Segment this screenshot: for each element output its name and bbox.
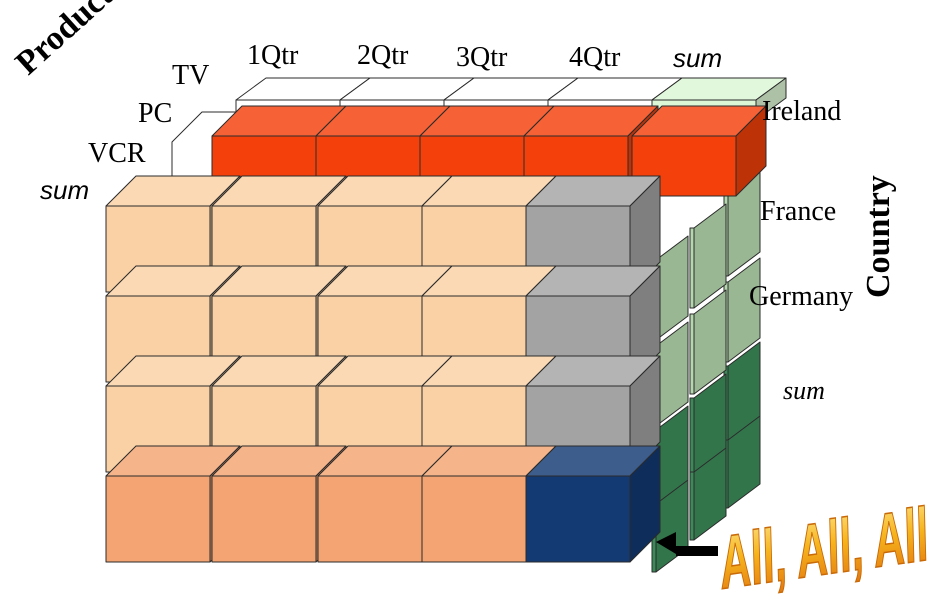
cell-r4-c1-front xyxy=(105,475,211,563)
cube xyxy=(105,77,787,573)
product-label-pc: PC xyxy=(138,98,173,129)
quarter-label-4: 4Qtr xyxy=(569,42,621,73)
quarter-label-sum: sum xyxy=(673,43,723,73)
quarter-label-3: 3Qtr xyxy=(456,42,508,73)
country-label-ireland: Ireland xyxy=(762,96,842,127)
country-cell-side-1-0 xyxy=(693,203,727,309)
country-cell-edge-1-0 xyxy=(689,227,695,309)
arrow-icon xyxy=(656,532,718,556)
all-all-all-callout: All, All, All xyxy=(711,492,935,605)
product-label-tv: TV xyxy=(172,60,210,91)
country-cell-edge-1-2 xyxy=(689,397,695,479)
cell-r4-c2-front xyxy=(211,475,317,563)
grand-total-cell-front xyxy=(525,475,631,563)
quarter-label-2: 2Qtr xyxy=(357,40,409,71)
country-cell-edge-1-3 xyxy=(689,471,695,541)
country-label-sum: sum xyxy=(783,376,825,405)
country-label-germany: Germany xyxy=(749,281,854,312)
callout-text: All, All, All xyxy=(712,492,935,604)
quarter-label-1: 1Qtr xyxy=(247,40,299,71)
country-axis-title: Country xyxy=(860,175,897,298)
country-cell-side-2-0 xyxy=(655,235,689,341)
cell-r4-c4-front xyxy=(421,475,527,563)
cell-r4-c3-front xyxy=(317,475,423,563)
product-label-vcr: VCR xyxy=(88,138,146,169)
product-label-sum: sum xyxy=(40,175,90,205)
country-label-france: France xyxy=(760,196,837,227)
country-cell-edge-1-1 xyxy=(689,313,695,395)
